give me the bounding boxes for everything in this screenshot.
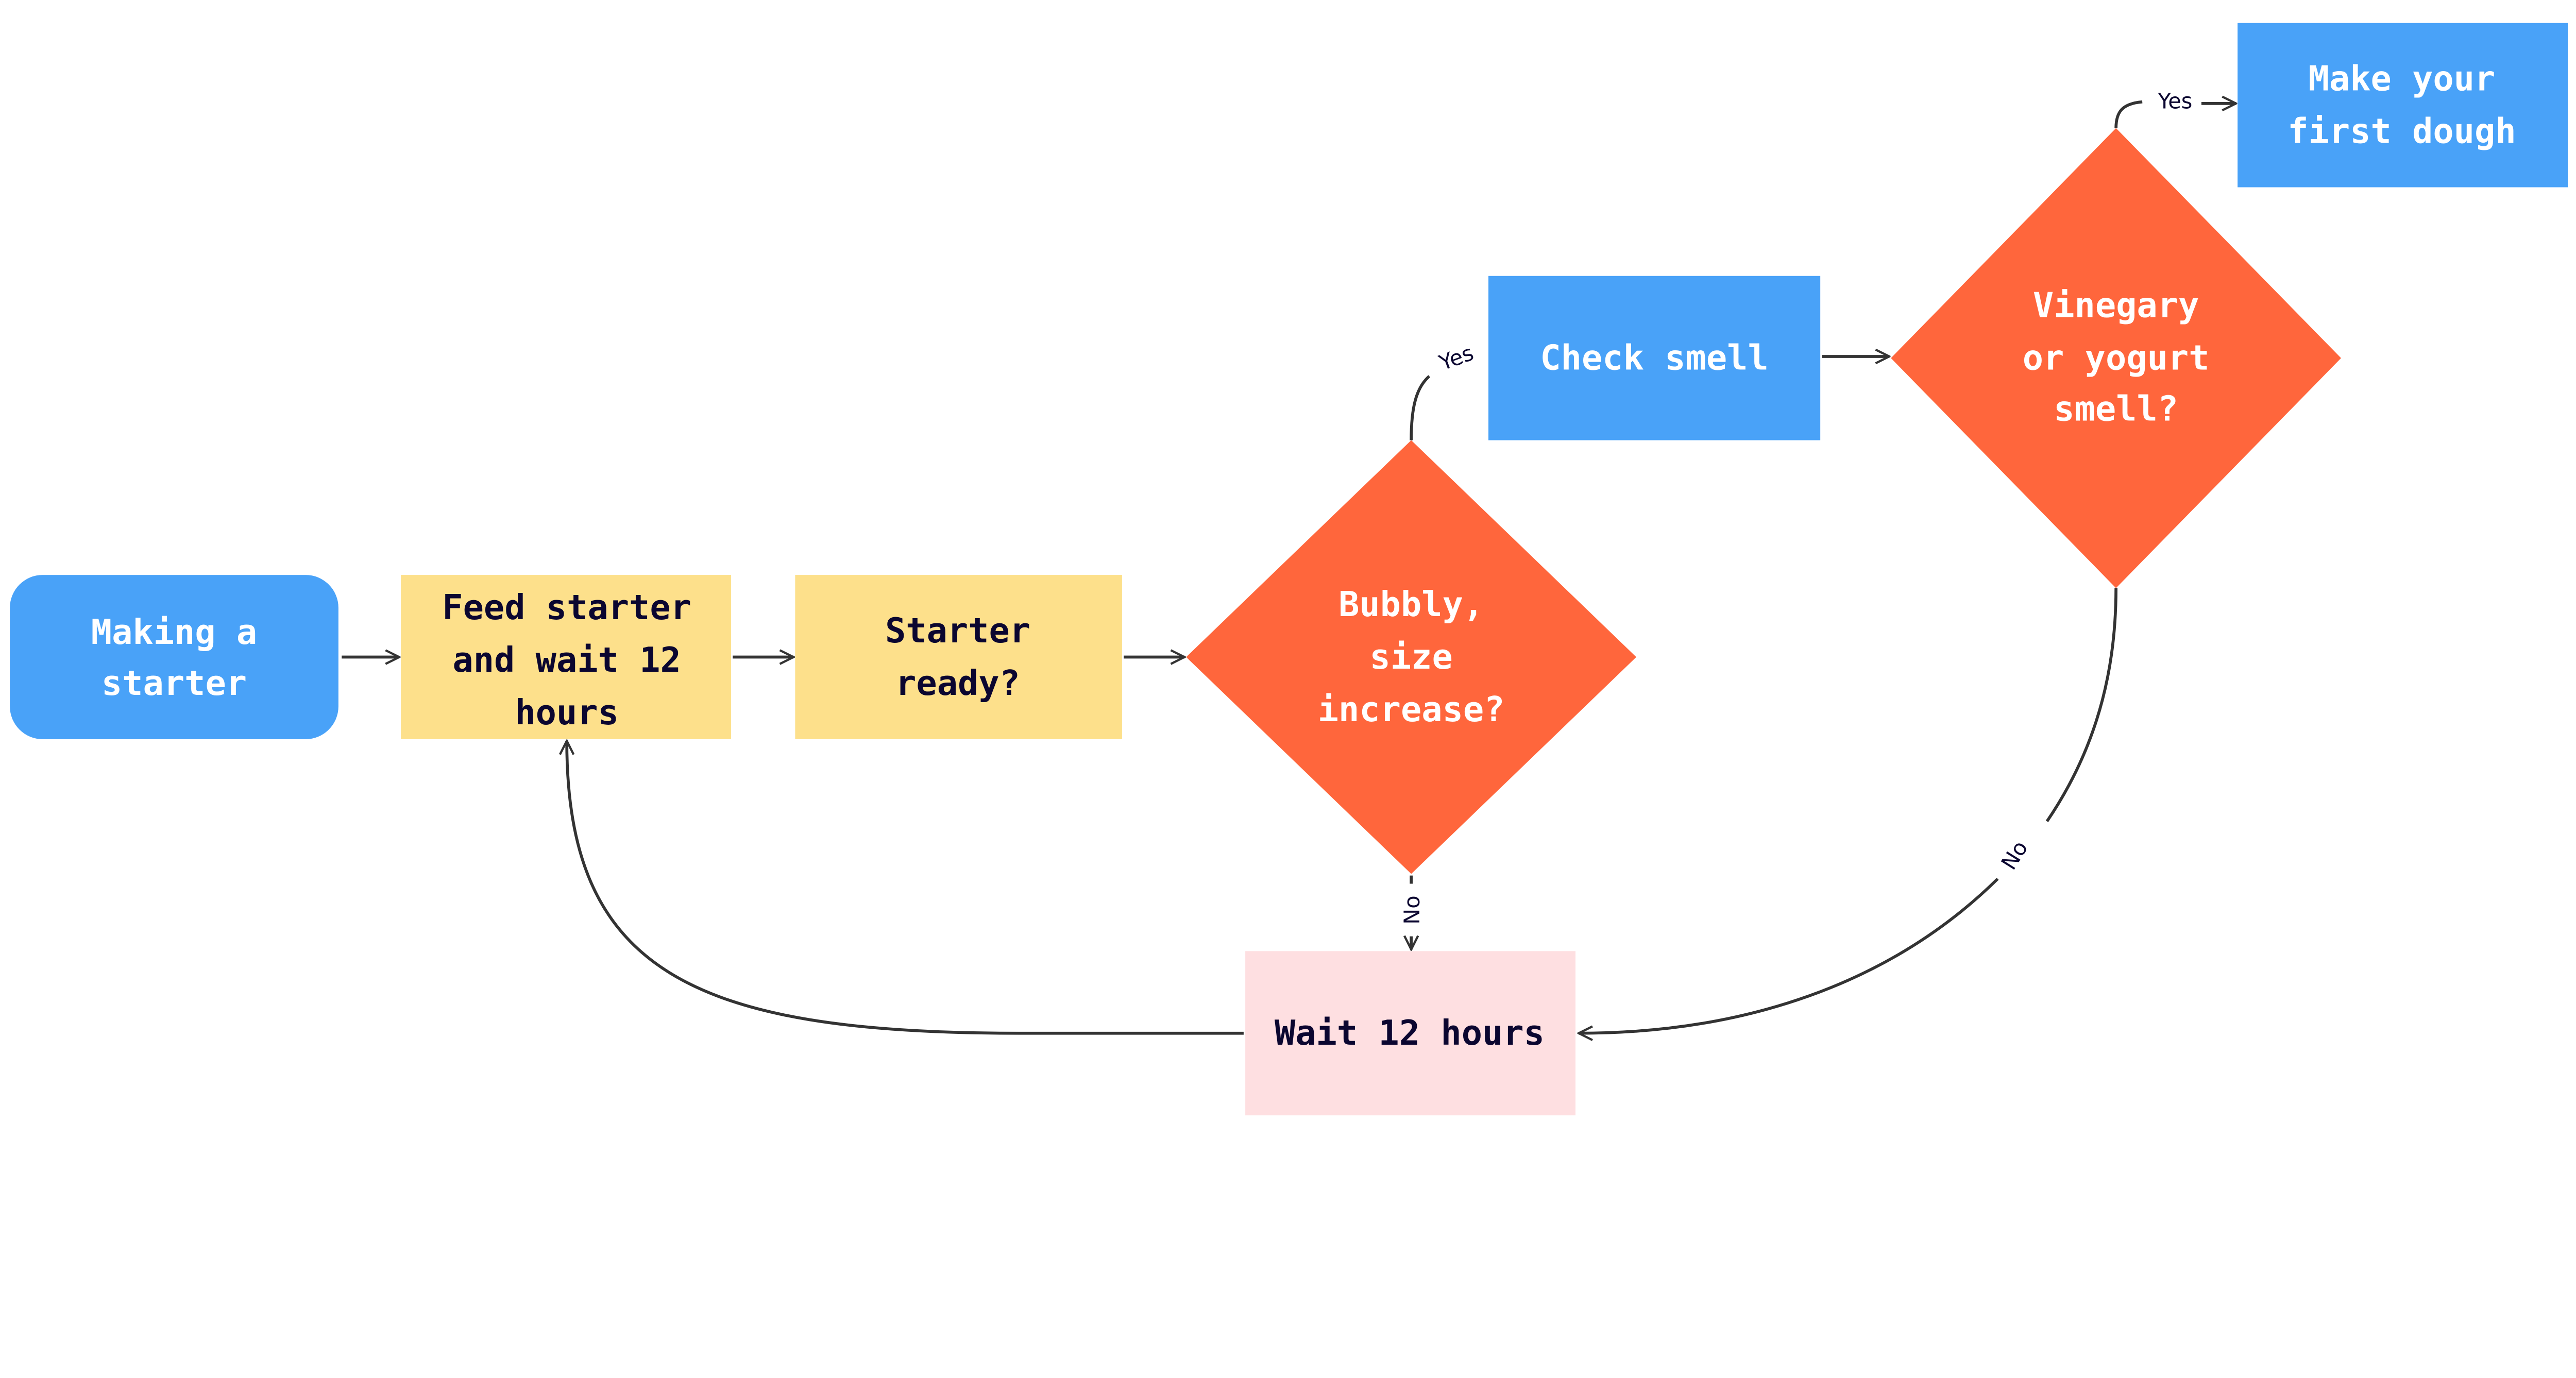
edge-vinegary-no: [1579, 588, 2118, 1033]
node-text: Wait 12 hours: [1275, 1013, 1545, 1053]
edge-label-vinegary-no: No: [1996, 837, 2033, 874]
edge-label-bubbly-yes: Yes: [1435, 341, 1477, 376]
node-check-smell: Check smell: [1488, 276, 1821, 440]
node-wait-12-hours: Wait 12 hours: [1245, 951, 1576, 1116]
edge-vinegary-yes: [2114, 102, 2236, 128]
edge-bubbly-yes: [1410, 375, 1431, 440]
node-text: Check smell: [1540, 337, 1768, 378]
edge-wait-feed: [567, 741, 1244, 1035]
edge-label-vinegary-yes: Yes: [2157, 89, 2192, 113]
edge-label-bubbly-no: No: [1400, 895, 1425, 924]
